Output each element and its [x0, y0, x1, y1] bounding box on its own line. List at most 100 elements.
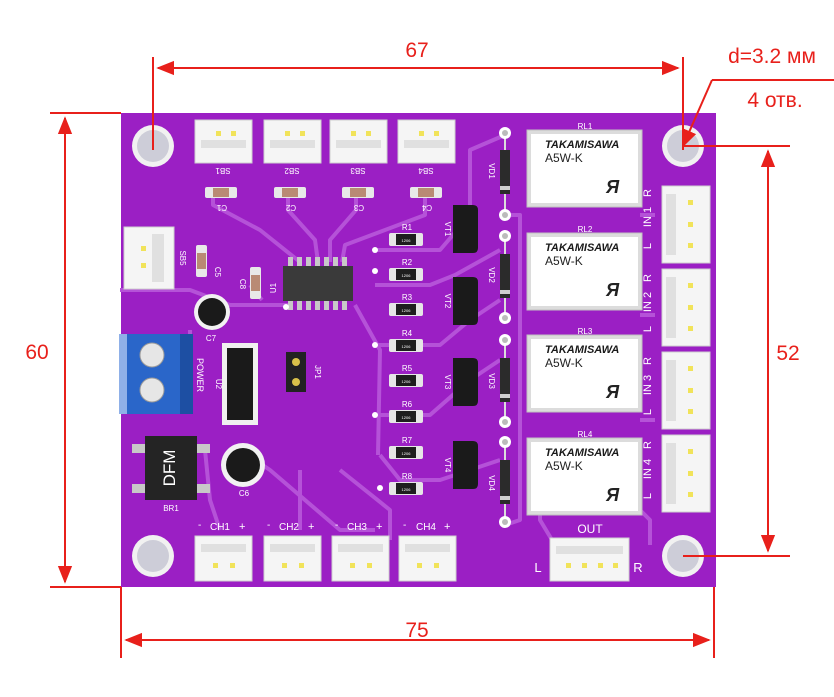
rl4-brand: TAKAMISAWA — [545, 447, 619, 459]
r7-label: R7 — [402, 436, 413, 445]
resistor-r8: 1206 R8 — [389, 472, 423, 495]
rl1-model: A5W-K — [545, 151, 583, 165]
dimension-lines — [50, 57, 834, 658]
connector-sb4: SB4 — [397, 119, 456, 175]
vd1-label: VD1 — [487, 163, 496, 179]
input-in2: R IN 2 L — [642, 268, 711, 347]
dimension-labels: 67 75 60 52 d=3.2 мм 4 отв. — [25, 39, 816, 642]
r5-code: 1206 — [402, 379, 412, 384]
in1-l: L — [642, 243, 654, 249]
c7-label: C7 — [206, 334, 217, 343]
capacitor-c6: C6 — [221, 443, 265, 498]
c4-label: C4 — [421, 203, 432, 212]
rl1-label: RL1 — [578, 122, 593, 131]
button-connectors: SB1 SB2 SB3 SB4 — [194, 119, 456, 175]
c1-label: C1 — [216, 203, 227, 212]
channel-ch2: - CH2 + — [263, 520, 322, 582]
r4-label: R4 — [402, 329, 413, 338]
chip-u1: U1 — [269, 257, 353, 310]
capacitor-c1: C1 — [205, 187, 237, 212]
sb2-label: SB2 — [284, 166, 300, 175]
connector-sb1: SB1 — [194, 119, 253, 175]
in1-label: IN 1 — [642, 207, 654, 227]
resistors: 1206 R1 1206 R2 1206 R3 1206 R4 1206 R5 … — [389, 223, 423, 495]
ch3-minus: - — [335, 520, 338, 531]
capacitor-c3: C3 — [342, 187, 374, 212]
relay-rl2: RL2 TAKAMISAWA A5W-K Я — [526, 225, 643, 311]
r4-code: 1206 — [402, 344, 412, 349]
transistor-vt3: VT3 — [443, 358, 478, 406]
connector-sb5: SB5 — [123, 226, 187, 290]
sb1-label: SB1 — [215, 166, 231, 175]
resistor-r4: 1206 R4 — [389, 329, 423, 352]
u1-label: U1 — [269, 282, 278, 293]
ch1-plus: + — [239, 521, 245, 533]
capacitor-c5: C5 — [196, 245, 222, 278]
ch4-minus: - — [403, 520, 406, 531]
vt2-label: VT2 — [443, 294, 452, 309]
diode-vd3: VD3 — [487, 334, 511, 428]
r1-label: R1 — [402, 223, 413, 232]
c3-label: C3 — [353, 203, 364, 212]
ch2-plus: + — [308, 521, 314, 533]
transistors: VT1 VT2 VT3 VT4 — [443, 205, 478, 489]
diode-vd1: VD1 — [487, 127, 511, 221]
hole-leader — [682, 79, 713, 148]
r7-code: 1206 — [402, 451, 412, 456]
rl3-label: RL3 — [578, 327, 593, 336]
r3-code: 1206 — [402, 308, 412, 313]
br1-label: BR1 — [163, 504, 179, 513]
ch2-label: CH2 — [279, 522, 299, 533]
connector-sb2: SB2 — [263, 119, 322, 175]
terminal-screw-2 — [139, 377, 165, 403]
dim-right-height: 52 — [776, 342, 799, 365]
in3-label: IN 3 — [642, 375, 654, 395]
hole-count-label: 4 отв. — [747, 89, 802, 112]
r6-label: R6 — [402, 400, 413, 409]
top-capacitors: C1 C2 C3 C4 — [205, 187, 442, 212]
rl4-model: A5W-K — [545, 459, 583, 473]
transistor-vt2: VT2 — [443, 277, 478, 325]
out-label: OUT — [577, 522, 603, 536]
relay-rl4: RL4 TAKAMISAWA A5W-K Я — [526, 430, 643, 516]
in2-label: IN 2 — [642, 292, 654, 312]
ch2-minus: - — [267, 520, 270, 531]
out-r: R — [633, 560, 642, 575]
relay-rl3: RL3 TAKAMISAWA A5W-K Я — [526, 327, 643, 413]
r6-code: 1206 — [402, 415, 412, 420]
ch3-plus: + — [376, 521, 382, 533]
diodes: VD1 VD2 VD3 VD4 — [487, 127, 511, 528]
in3-l: L — [642, 409, 654, 415]
jp1-label: JP1 — [313, 365, 322, 379]
vd3-label: VD3 — [487, 373, 496, 389]
rl2-ul-mark: Я — [605, 280, 620, 300]
in4-label: IN 4 — [642, 459, 654, 479]
rl1-ul-mark: Я — [605, 177, 620, 197]
vt3-label: VT3 — [443, 375, 452, 390]
vt4-label: VT4 — [443, 458, 452, 473]
rl2-model: A5W-K — [545, 254, 583, 268]
vias — [283, 247, 383, 491]
sb4-label: SB4 — [418, 166, 434, 175]
r2-code: 1206 — [402, 273, 412, 278]
capacitor-c7: C7 — [194, 294, 230, 343]
power-label: POWER — [195, 358, 205, 393]
dim-left-height: 60 — [25, 341, 48, 364]
vd4-label: VD4 — [487, 475, 496, 491]
in3-r: R — [642, 357, 654, 365]
input-in1: R IN 1 L — [642, 185, 711, 264]
relays: RL1 TAKAMISAWA A5W-K Я RL2 TAKAMISAWA A5… — [526, 122, 643, 516]
dfm-label: DFM — [160, 450, 179, 487]
capacitor-c4: C4 — [410, 187, 442, 212]
input-in3: R IN 3 L — [642, 351, 711, 430]
rl2-label: RL2 — [578, 225, 593, 234]
rl1-brand: TAKAMISAWA — [545, 139, 619, 151]
in4-l: L — [642, 493, 654, 499]
in2-r: R — [642, 274, 654, 282]
rl4-label: RL4 — [578, 430, 593, 439]
c8-label: C8 — [238, 279, 247, 290]
connector-sb3: SB3 — [329, 119, 388, 175]
diode-vd4: VD4 — [487, 436, 511, 528]
rl3-model: A5W-K — [545, 356, 583, 370]
ch4-plus: + — [444, 521, 450, 533]
